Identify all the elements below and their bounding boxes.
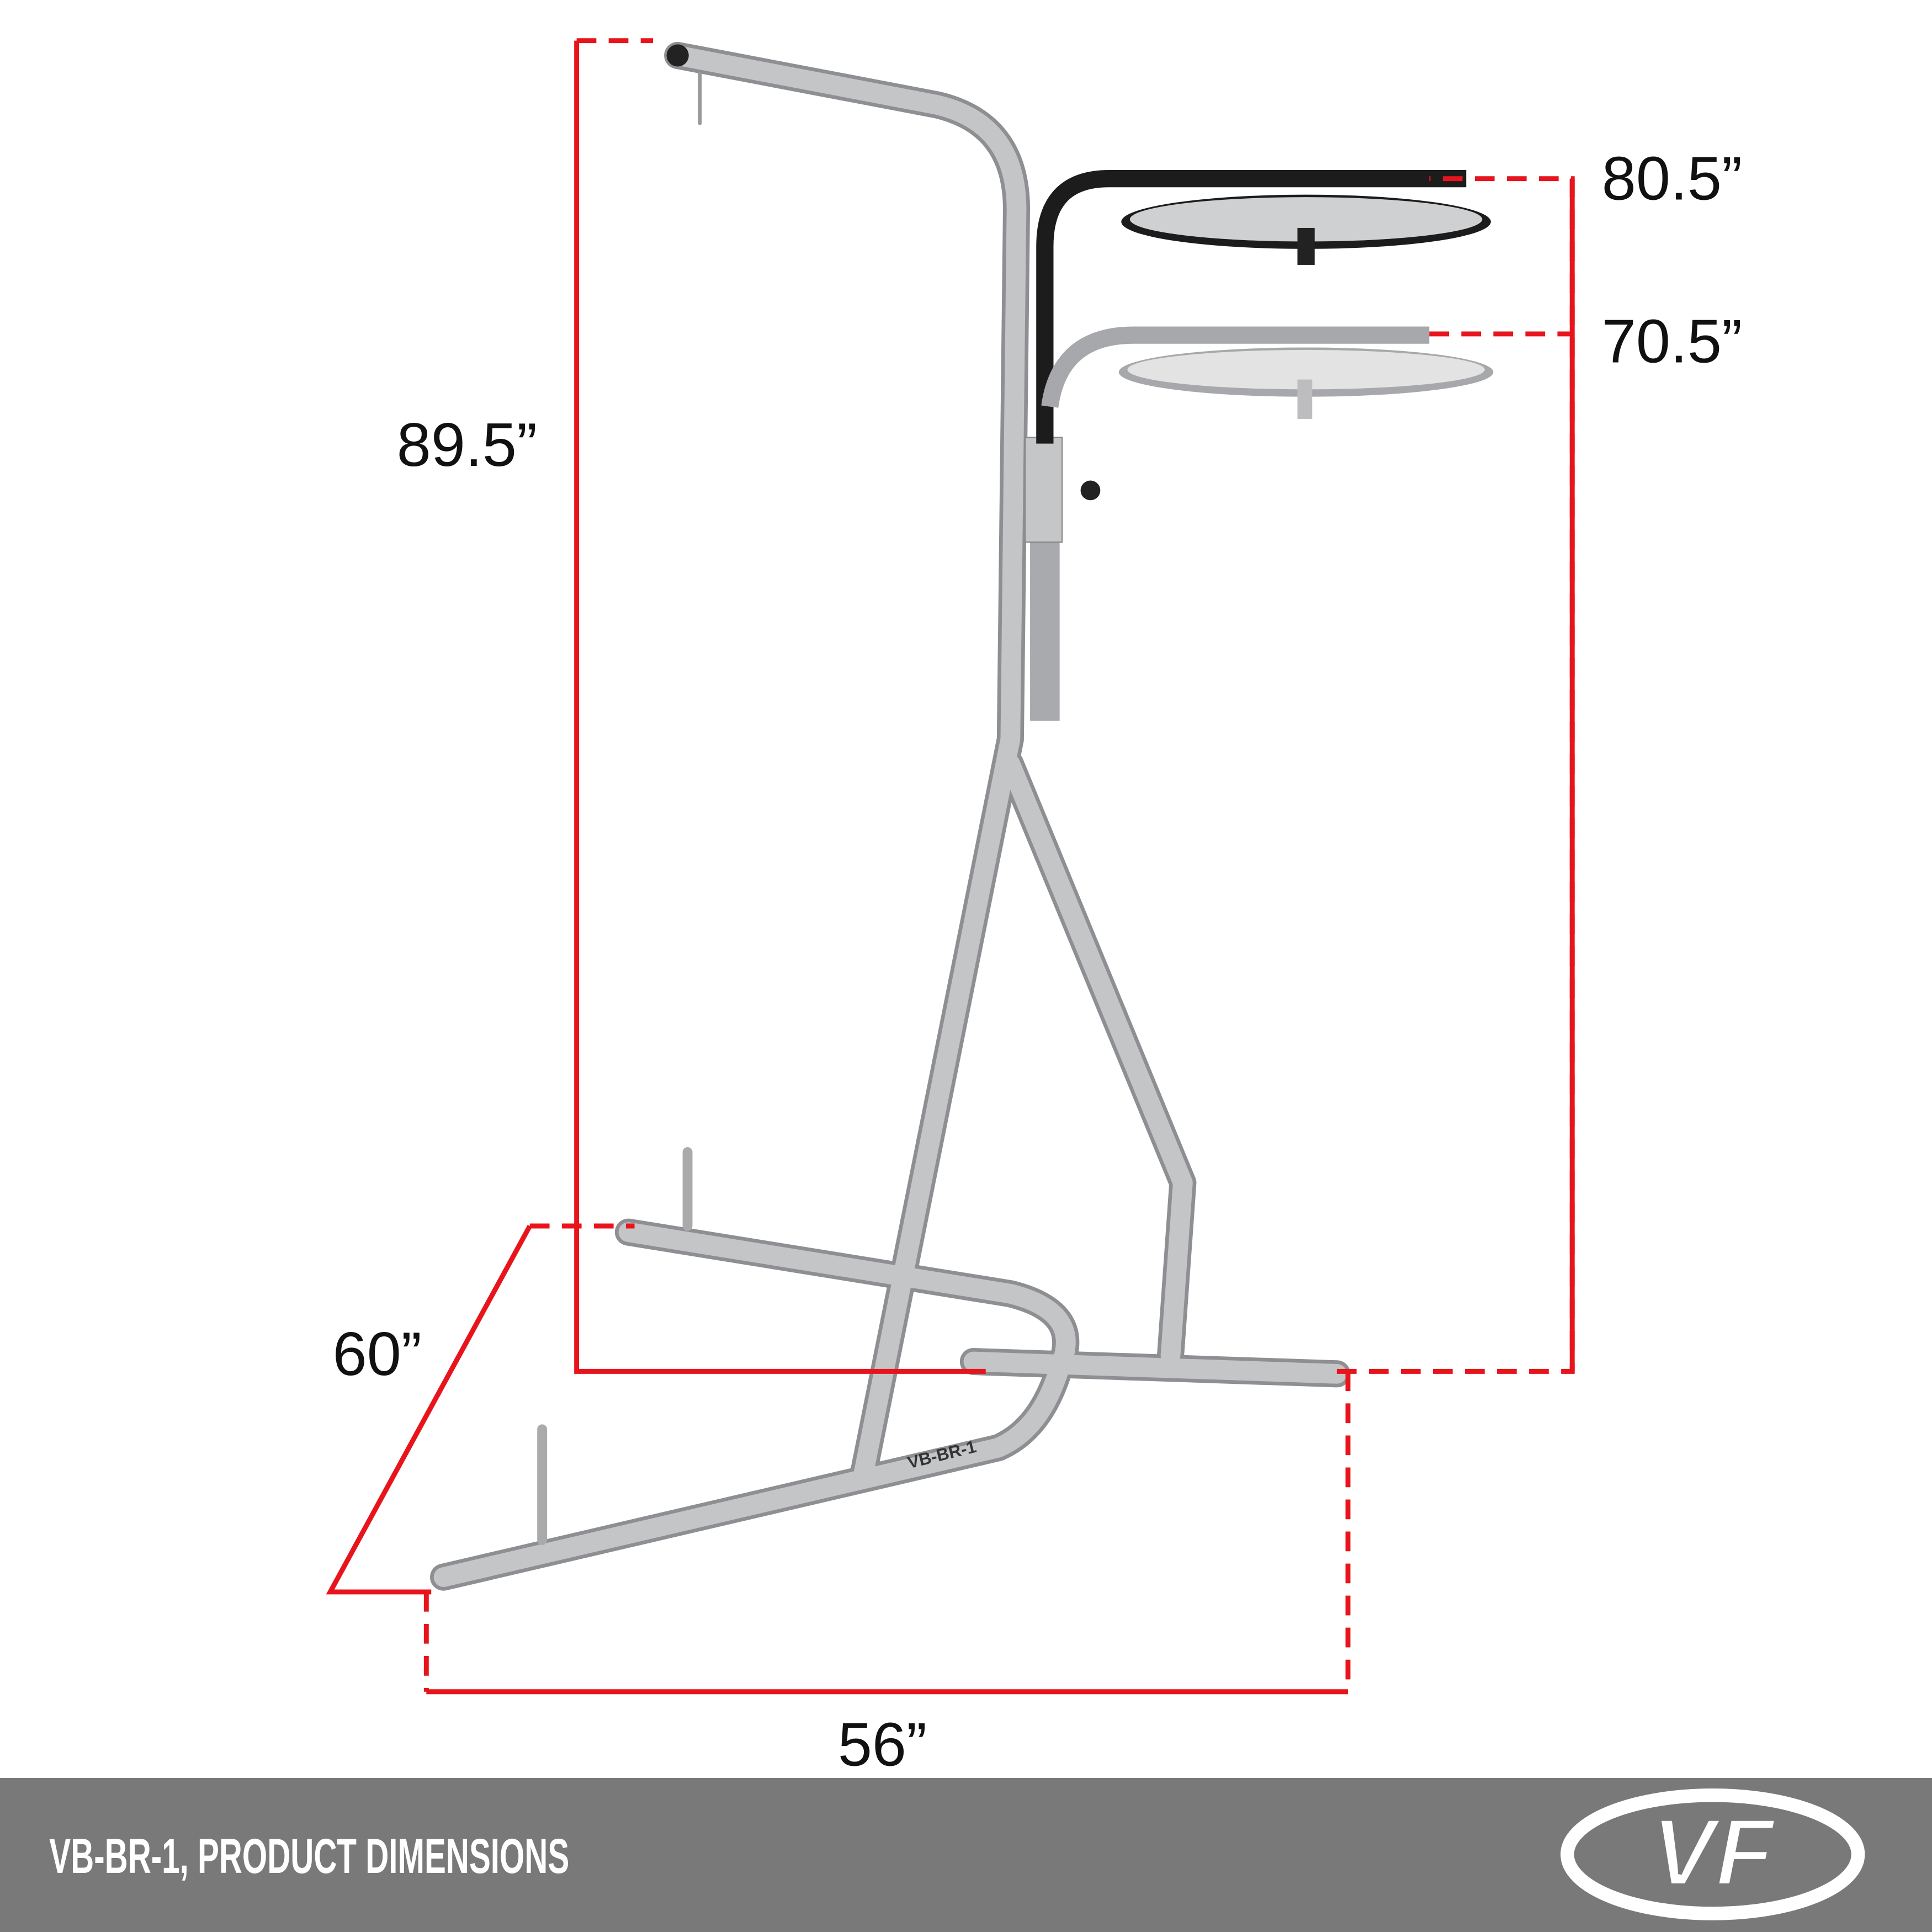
dimension-lines bbox=[326, 38, 1575, 1695]
dimension-top-platform: 80.5” bbox=[1602, 144, 1742, 213]
dimension-total-height: 89.5” bbox=[397, 410, 537, 479]
upper-platform bbox=[1036, 170, 1491, 444]
footer-title: VB-BR-1, PRODUCT DIMENSIONS bbox=[49, 1828, 569, 1883]
heavy-bag-stand bbox=[430, 41, 1351, 1591]
dimension-lower-platform: 70.5” bbox=[1602, 306, 1742, 375]
vf-logo: VF bbox=[1561, 1788, 1865, 1920]
dimension-base-depth: 60” bbox=[333, 1319, 422, 1388]
dimension-base-width: 56” bbox=[838, 1710, 927, 1779]
footer-bar bbox=[0, 1777, 1932, 1932]
lower-platform bbox=[1041, 326, 1494, 419]
vf-logo-text: VF bbox=[1651, 1798, 1776, 1906]
